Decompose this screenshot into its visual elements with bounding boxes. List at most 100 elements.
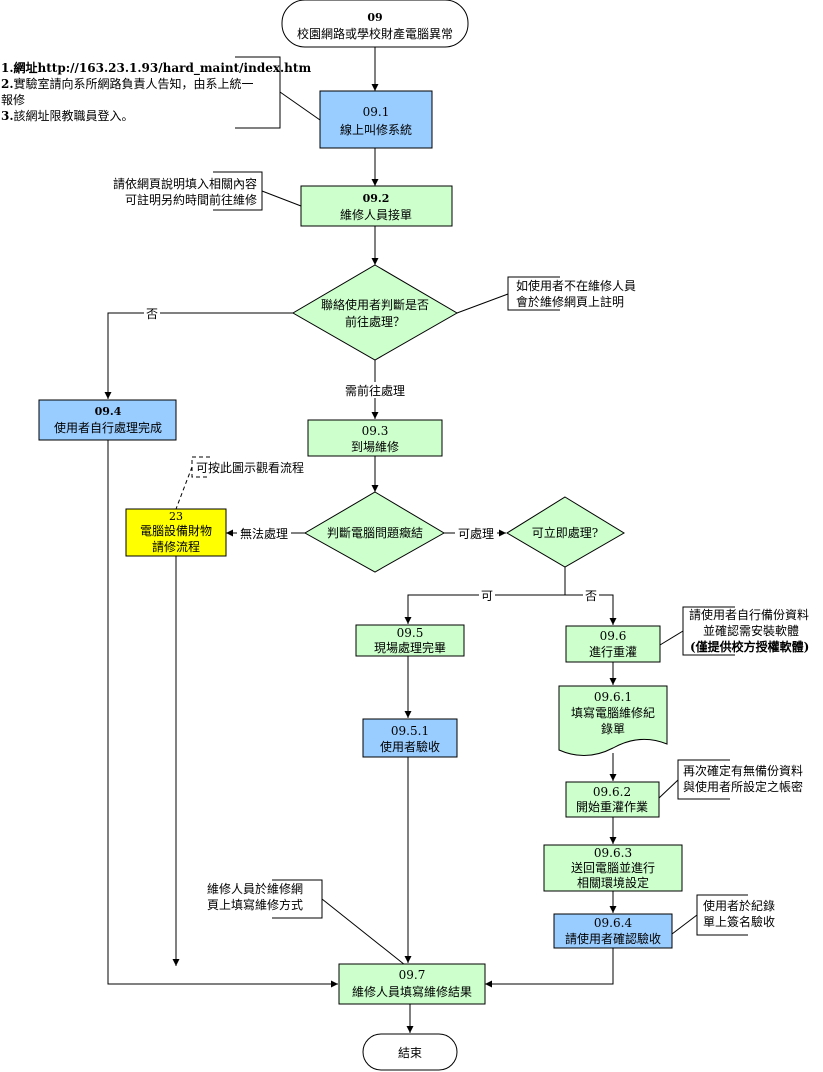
note6-leader (658, 779, 679, 799)
edge-label-no-2: 否 (585, 589, 597, 603)
node-09-6-1-line1: 填寫電腦維修紀 (571, 705, 655, 720)
node-09-4-id: 09.4 (95, 405, 122, 418)
node-09-1-label: 線上叫修系統 (340, 122, 412, 137)
note8-line2: 單上簽名驗收 (703, 914, 775, 929)
node-09-1: 09.1 線上叫修系統 (319, 90, 433, 149)
decision-go-onsite-line1: 聯絡使用者判斷是否 (321, 297, 429, 312)
note5-leader (659, 630, 684, 646)
note-user-sign: 使用者於紀錄 單上簽名驗收 (703, 898, 775, 929)
start-id: 09 (367, 11, 382, 24)
edge-094-097 (107, 440, 338, 988)
edge-label-yes: 可 (481, 589, 493, 603)
node-09-6-1: 09.6.1 填寫電腦維修紀 錄單 (558, 685, 668, 756)
node-09-1-id: 09.1 (363, 105, 390, 119)
note1-line2: 2.實驗室請向系所網路負責人告知，由系上統一 (1, 76, 254, 91)
edge-0964-097 (485, 948, 614, 988)
edge-d3-096 (565, 594, 617, 625)
note6-bracket (677, 759, 730, 800)
note1-leader (279, 91, 321, 121)
node-09-2-id: 09.2 (363, 192, 390, 205)
node-23-line2: 請修流程 (152, 539, 200, 554)
decision-go-onsite-line2: 前往處理？ (345, 314, 405, 329)
start-terminal: 09 校園網路或學校財產電腦異常 (281, 0, 469, 48)
decision-diagnose: 判斷電腦問題癥結 (303, 491, 445, 573)
note7-line2: 頁上填寫維修方式 (207, 897, 303, 912)
node-09-6-4: 09.6.4 請使用者確認驗收 (553, 913, 673, 949)
node-09-4: 09.4 使用者自行處理完成 (38, 399, 177, 441)
node-09-6-2: 09.6.2 開始重灌作業 (565, 781, 660, 818)
edge-label-need-go: 需前往處理 (345, 383, 405, 398)
node-09-6-4-id: 09.6.4 (594, 916, 633, 930)
node-09-6-3-line1: 送回電腦並進行 (571, 860, 655, 875)
note2-line2: 可註明另約時間前往維修 (125, 192, 257, 207)
node-09-6-1-id: 09.6.1 (594, 690, 632, 704)
note4-leader (175, 466, 193, 510)
note3-line2: 會於維修網頁上註明 (516, 294, 624, 309)
node-09-6-1-line2: 錄單 (601, 721, 625, 736)
node-09-3-label: 到場維修 (351, 439, 399, 454)
node-23-line1: 電腦設備財物 (140, 523, 212, 538)
node-09-6-4-label: 請使用者確認驗收 (565, 931, 661, 946)
end-terminal: 結束 (362, 1033, 458, 1071)
note7-line1: 維修人員於維修網 (207, 881, 303, 896)
start-label: 校園網路或學校財產電腦異常 (297, 26, 453, 41)
edge-label-cannot: 無法處理 (240, 526, 288, 541)
node-09-2-label: 維修人員接單 (340, 207, 412, 222)
note2-leader (261, 190, 302, 207)
note6-line1: 再次確定有無備份資料 (683, 763, 803, 778)
note-confirm-backup: 再次確定有無備份資料 與使用者所設定之帳密 (683, 763, 803, 794)
note1-line3: 報修 (1, 92, 25, 107)
node-09-7-id: 09.7 (399, 968, 426, 982)
node-09-5: 09.5 現場處理完畢 (355, 624, 465, 657)
note5-line3: (僅提供校方授權軟體) (690, 639, 809, 654)
node-09-6-3-id: 09.6.3 (594, 846, 632, 860)
node-23[interactable]: 23 電腦設備財物 請修流程 (125, 508, 227, 557)
note-repair-method: 維修人員於維修網 頁上填寫維修方式 (207, 881, 303, 912)
note-fill-form: 請依網頁說明填入相關內容 可註明另約時間前往維修 (113, 176, 257, 207)
node-09-6-label: 進行重灌 (589, 645, 637, 659)
decision-diagnose-label: 判斷電腦問題癥結 (327, 525, 423, 540)
note4-line1: 可按此圖示觀看流程 (196, 460, 304, 475)
note1-line4: 3.該網址限教職員登入。 (1, 108, 134, 123)
node-09-5-1: 09.5.1 使用者驗收 (362, 718, 458, 758)
node-09-6: 09.6 進行重灌 (565, 625, 661, 663)
note-user-absent: 如使用者不在維修人員 會於維修網頁上註明 (516, 278, 636, 309)
node-09-6-3-line2: 相關環境設定 (577, 875, 649, 890)
node-09-7: 09.7 維修人員填寫維修結果 (338, 963, 486, 1005)
edge-label-no-1: 否 (146, 307, 158, 321)
node-09-4-label: 使用者自行處理完成 (54, 420, 162, 435)
edge-d1-094 (104, 312, 293, 399)
note3-line1: 如使用者不在維修人員 (516, 278, 636, 293)
connectors (104, 47, 617, 1033)
node-09-6-2-label: 開始重灌作業 (576, 800, 648, 814)
node-09-5-label: 現場處理完畢 (374, 640, 446, 655)
node-09-2: 09.2 維修人員接單 (300, 185, 453, 227)
note2-line1: 請依網頁說明填入相關內容 (113, 176, 257, 191)
note5-line1: 請使用者自行備份資料 (689, 607, 809, 622)
node-09-3-id: 09.3 (362, 424, 389, 438)
node-09-6-2-id: 09.6.2 (593, 785, 631, 799)
note3-bracket (507, 276, 560, 311)
note3-leader (456, 293, 509, 314)
node-09-7-label: 維修人員填寫維修結果 (352, 984, 472, 999)
decision-immediate-label: 可立即處理? (532, 525, 598, 540)
note8-leader (671, 914, 698, 935)
node-09-3: 09.3 到場維修 (307, 419, 443, 457)
note-view-flow: 可按此圖示觀看流程 (196, 460, 304, 475)
node-09-6-3: 09.6.3 送回電腦並進行 相關環境設定 (543, 844, 683, 892)
node-09-6-id: 09.6 (600, 629, 627, 643)
edge-labels: 否 需前往處理 無法處理 可處理 可 否 (144, 306, 599, 603)
node-09-5-1-label: 使用者驗收 (380, 739, 440, 754)
node-23-id: 23 (169, 510, 183, 523)
node-09-5-1-id: 09.5.1 (391, 724, 429, 738)
decision-immediate: 可立即處理? (506, 496, 625, 568)
edge-label-can: 可處理 (458, 527, 494, 541)
annotation-lines (175, 56, 748, 966)
note1-line1: 1.網址http://163.23.1.93/hard_maint/index.… (1, 60, 311, 76)
note8-line1: 使用者於紀錄 (703, 898, 775, 913)
note7-leader (321, 898, 406, 966)
node-09-5-id: 09.5 (397, 626, 424, 640)
end-label: 結束 (398, 1046, 422, 1060)
note-system-info: 1.網址http://163.23.1.93/hard_maint/index.… (1, 60, 311, 123)
